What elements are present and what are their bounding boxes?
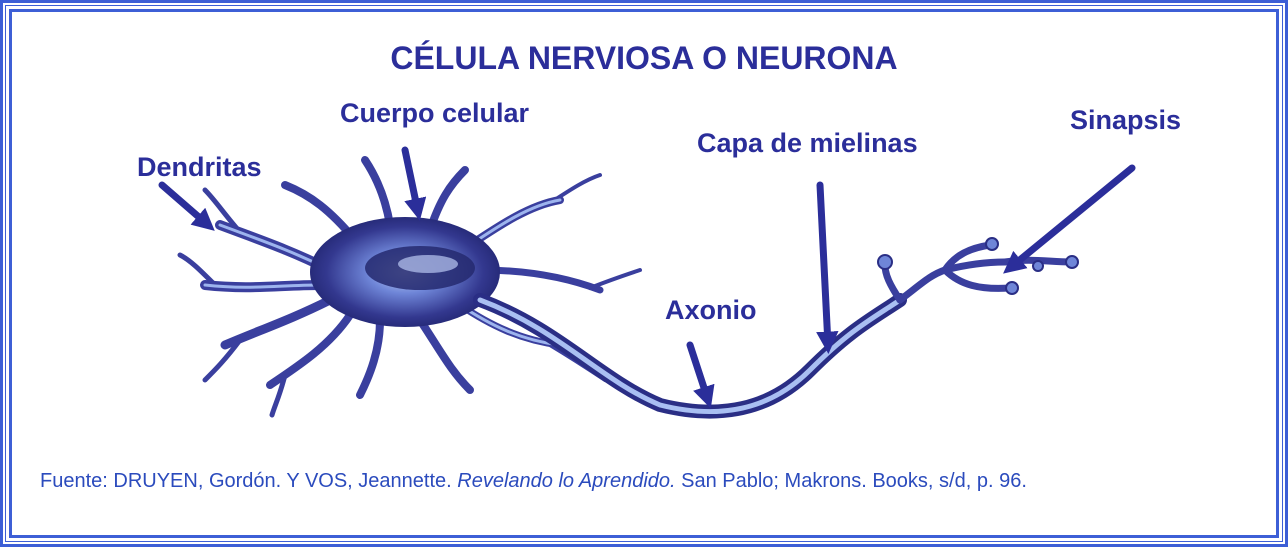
source-prefix: Fuente: DRUYEN, Gordón. Y VOS, Jeannette… <box>40 470 458 492</box>
arrow-cuerpo <box>401 146 427 221</box>
arrow-sinapsis <box>1003 164 1136 274</box>
pointer-arrows <box>158 146 1136 409</box>
axon-highlight <box>477 297 903 415</box>
nucleus-highlight <box>398 255 458 273</box>
arrow-dendritas <box>158 181 215 231</box>
middle-border <box>5 5 1283 542</box>
axon-terminals <box>881 241 1074 304</box>
label-sinapsis: Sinapsis <box>1070 105 1182 135</box>
label-capa-mielinas: Capa de mielinas <box>697 128 918 158</box>
source-citation: Fuente: DRUYEN, Gordón. Y VOS, Jeannette… <box>40 468 1270 494</box>
label-cuerpo-celular: Cuerpo celular <box>340 98 530 128</box>
label-axonio: Axonio <box>665 295 757 325</box>
label-dendritas: Dendritas <box>137 152 262 182</box>
diagram-title: CÉLULA NERVIOSA O NEURONA <box>390 40 898 76</box>
terminal-buttons <box>877 237 1079 295</box>
source-suffix: San Pablo; Makrons. Books, s/d, p. 96. <box>675 470 1027 492</box>
arrow-mielina <box>816 181 839 354</box>
source-book-title: Revelando lo Aprendido. <box>457 470 676 492</box>
inner-border <box>9 9 1279 538</box>
arrow-axonio <box>686 341 715 409</box>
